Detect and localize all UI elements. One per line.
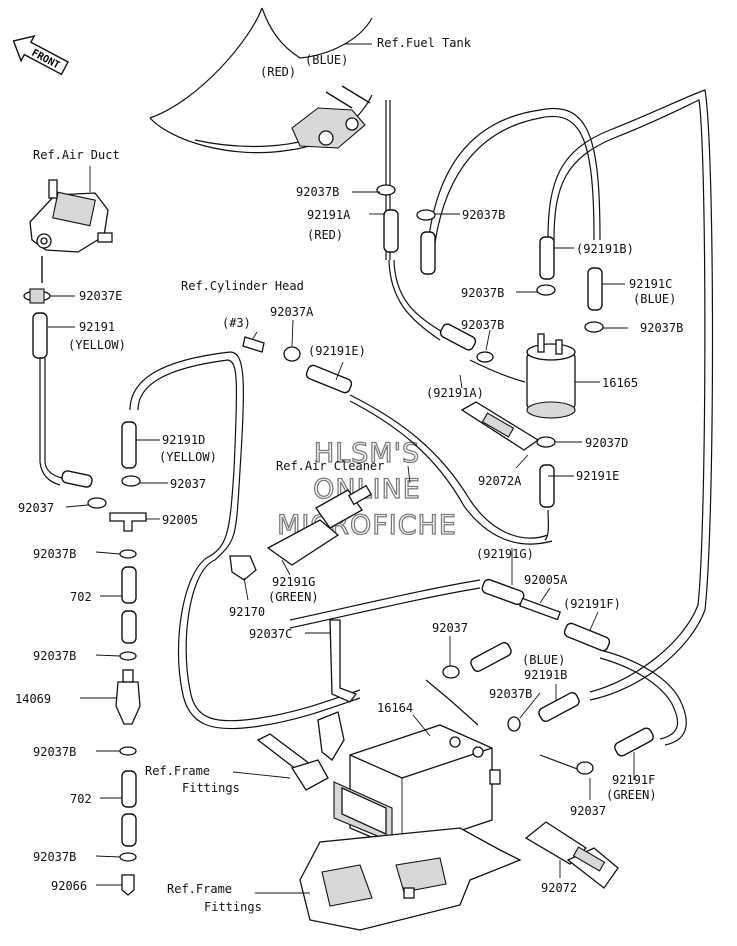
label-yellow-2: (YELLOW) [159,450,217,464]
label-92191a-paren: (92191A) [426,386,484,400]
label-92191f: 92191F [612,773,655,787]
label-92037b-i: 92037B [33,745,76,759]
label-92037b-h: 92037B [489,687,532,701]
label-92037c: 92037C [249,627,292,641]
label-92191b-low: 92191B [524,668,567,682]
label-92037-c: 92037 [432,621,468,635]
label-ref-cylinder-head: Ref.Cylinder Head [181,279,304,293]
leader-lines [48,191,635,894]
bracket-92037c [329,619,358,703]
label-92037a: 92037A [270,305,314,319]
front-arrow-shape [12,35,69,76]
label-92191e: 92191E [576,469,619,483]
label-92066: 92066 [51,879,87,893]
label-92037e: 92037E [79,289,122,303]
hose-segments [266,209,654,757]
label-92191a: 92191A [307,208,351,222]
label-16164: 16164 [377,701,413,715]
hose-routing [129,89,714,771]
canister-16164 [333,724,501,851]
label-green-1: (GREEN) [268,590,319,604]
clamps [229,184,604,775]
label-92037b-e: 92037B [640,321,683,335]
fuel-tank-outline [149,7,373,154]
label-green-2: (GREEN) [606,788,657,802]
label-92037b-c: 92037B [461,286,504,300]
label-92037-d: 92037 [570,804,606,818]
label-92037-b: 92037 [18,501,54,515]
label-yellow-1: (YELLOW) [68,338,126,352]
label-92037b-f: 92037B [33,547,76,561]
label-92191e-paren: (92191E) [308,344,366,358]
label-blue-low: (BLUE) [522,653,565,667]
label-92037b-b: 92037B [462,208,505,222]
frame-tray [299,827,522,931]
label-ref-frame-2a: Ref.Frame [167,882,232,896]
label-92191g: 92191G [272,575,315,589]
label-hash3: (#3) [222,316,251,330]
label-92037b-d: 92037B [461,318,504,332]
label-ref-frame-1b: Fittings [182,781,240,795]
label-14069: 14069 [15,692,51,706]
label-ref-fuel-tank: Ref.Fuel Tank [377,36,472,50]
label-blue-mid: (BLUE) [633,292,676,306]
air-duct-valve [29,166,113,253]
label-92191f-paren: (92191F) [563,597,621,611]
label-red-top: (RED) [260,65,296,79]
watermark-line-1: HLSM'S [314,438,420,469]
label-92072: 92072 [541,881,577,895]
label-702-b: 702 [70,792,92,806]
label-ref-frame-1a: Ref.Frame [145,764,210,778]
label-ref-air-cleaner: Ref.Air Cleaner [276,459,384,473]
label-92037b-a: 92037B [296,185,339,199]
part-labels: Ref.Fuel Tank (RED) (BLUE) Ref.Air Duct … [15,36,683,914]
label-92191g-paren: (92191G) [476,547,534,561]
label-92005: 92005 [162,513,198,527]
label-92037d: 92037D [585,436,628,450]
bracket-92072 [524,821,619,889]
label-92191b-paren: (92191B) [576,242,634,256]
label-red-mid: (RED) [307,228,343,242]
label-92170: 92170 [229,605,265,619]
label-92037b-g: 92037B [33,649,76,663]
label-ref-frame-2b: Fittings [204,900,262,914]
label-702-a: 702 [70,590,92,604]
bracket-92072a [460,401,540,451]
label-92191: 92191 [79,320,115,334]
label-blue-top: (BLUE) [305,53,348,67]
fuel-filter-16165 [526,333,576,419]
label-92191c: 92191C [629,277,672,291]
frame-fitting-left [256,711,345,791]
label-92005a: 92005A [524,573,568,587]
label-92037-a: 92037 [170,477,206,491]
label-92072a: 92072A [478,474,522,488]
label-92191d: 92191D [162,433,205,447]
front-direction-arrow: FRONT [12,35,69,76]
left-hose-chain [23,256,147,896]
label-ref-air-duct: Ref.Air Duct [33,148,120,162]
label-16165: 16165 [602,376,638,390]
label-92037b-j: 92037B [33,850,76,864]
